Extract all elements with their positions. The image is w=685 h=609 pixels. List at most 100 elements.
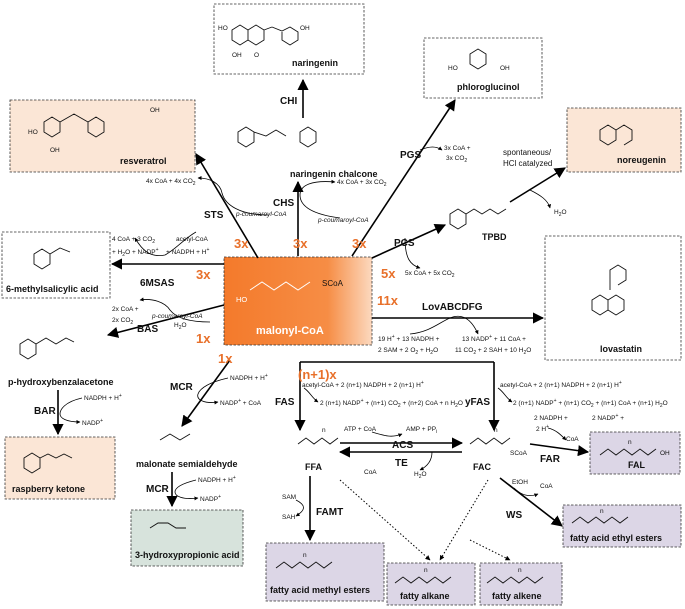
fatty-alkane-n: n (424, 567, 428, 574)
cof-famt-out: SAH (282, 514, 296, 521)
enzyme-chi: CHI (280, 96, 297, 107)
cof-te-out1: CoA (364, 469, 377, 476)
arrow-te-cof (419, 451, 433, 471)
naringenin-oh3: OH (232, 52, 242, 59)
stoich-pgs: 3x (352, 236, 367, 251)
cof-mcr1-out: NADP+ + CoA (220, 398, 262, 407)
arrow-fas-cof (303, 387, 319, 403)
fatty-alkane-label: fatty alkane (400, 591, 450, 601)
arrow-acs-cof (371, 431, 403, 438)
enzyme-ws: WS (506, 510, 522, 521)
arrow-sts (195, 153, 259, 259)
methyl-esters-box: n fatty acid methyl esters (265, 542, 385, 602)
fac-label: FAC (473, 462, 492, 472)
cof-yfas-in: acetyl-CoA + 2 (n+1) NADPH + 2 (n+1) H+ (500, 380, 622, 389)
fac-scoa: SCoA (510, 450, 528, 457)
arrow-alkene2 (469, 539, 511, 561)
ffa-label: FFA (305, 462, 322, 472)
enzyme-mcr2: MCR (146, 484, 170, 495)
noreugenin-box: noreugenin (566, 107, 682, 173)
ffa: n FFA (297, 427, 339, 472)
stoich-mcr: 1x (218, 351, 233, 366)
resveratrol-oh2: OH (50, 147, 60, 154)
cof-msas-out1: 4 CoA + 3 CO2 (112, 236, 155, 245)
cof-pcs-out: 5x CoA + 5x CO2 (405, 270, 455, 279)
arrow-pcs-cof (404, 237, 421, 269)
methyl-esters-label: fatty acid methyl esters (270, 585, 370, 595)
noreugenin-label: noreugenin (617, 155, 666, 165)
cof-pgs-out1: 3x CoA + (444, 145, 471, 152)
p-hydroxybenzalacetone: p-hydroxybenzalacetone (8, 337, 114, 387)
arrow-mcr1 (181, 359, 231, 427)
cof-sts-in: p-coumaroyl-CoA (235, 211, 287, 218)
malonyl-coa-label: malonyl-CoA (256, 325, 324, 337)
cof-bas-in2: H2O (174, 322, 187, 331)
arrow-6msas-cof (134, 231, 197, 257)
cof-ws-in: EtOH (512, 479, 528, 486)
ethyl-esters-box: n fatty acid ethyl esters (562, 504, 682, 548)
cof-ws-out: CoA (540, 483, 553, 490)
naringenin-label: naringenin (292, 58, 338, 68)
fal-oh: OH (660, 450, 670, 457)
arrow-bas (106, 304, 225, 338)
cof-far-out2: CoA (566, 436, 579, 443)
cof-bas-out1: 2x CoA + (112, 306, 139, 313)
cof-lov-out1: 13 NADP+ + 11 CoA + (462, 334, 526, 343)
cof-fas-in: acetyl-CoA + 2 (n+1) NADPH + 2 (n+1) H+ (302, 380, 424, 389)
fatty-alkene-box: n fatty alkene (479, 562, 563, 606)
six-msa-box: 6-methylsalicylic acid (1, 231, 111, 299)
arrow-bas-cof (139, 297, 211, 323)
naringenin-o: O (254, 52, 259, 59)
raspberry-ketone-box: raspberry ketone (4, 436, 116, 500)
cof-far-in2: 2 H+ (536, 424, 549, 433)
arrow-lov-cof (409, 315, 479, 335)
resveratrol-oh1: HO (28, 129, 38, 136)
arrow-ws (499, 477, 563, 527)
six-msa-label: 6-methylsalicylic acid (6, 284, 99, 294)
enzyme-6msas: 6MSAS (140, 278, 175, 289)
naringenin-box: HO OH OH O naringenin (213, 3, 365, 75)
arrow-mcr2-cof (174, 479, 199, 501)
enzyme-acs: ACS (392, 440, 413, 451)
cof-sts-out: 4x CoA + 4x CO2 (146, 178, 196, 187)
arrow-ws-cof (513, 487, 539, 498)
cof-msas-out2: + H2O + NADP+ (112, 247, 159, 258)
arrow-yfas-cof (497, 387, 513, 403)
fal-n: n (628, 439, 632, 446)
lovastatin-label: lovastatin (600, 344, 642, 354)
cof-bar-out: NADP+ (82, 418, 103, 427)
tpbd: TPBD (449, 208, 507, 242)
cof-mcr2-in: NADPH + H+ (198, 475, 236, 484)
arrow-chs-cof (299, 179, 341, 219)
arrow-pgs (351, 99, 456, 257)
raspberry-ketone-label: raspberry ketone (12, 484, 85, 494)
resveratrol-box: HO OH OH resveratrol (9, 99, 196, 173)
enzyme-far: FAR (540, 454, 561, 465)
arrow-mcr1-cof (197, 377, 229, 405)
naringenin-chalcone-label: naringenin chalcone (290, 169, 378, 179)
arrow-far-cof (547, 427, 567, 441)
cof-noreugenin-h2o: H2O (554, 209, 567, 218)
arrow-sts-cof (197, 176, 269, 216)
naringenin-oh1: HO (218, 25, 228, 32)
cof-msas-in1: acetyl-CoA (176, 236, 208, 243)
ethyl-esters-n: n (600, 508, 604, 515)
cof-chs-out: 4x CoA + 3x CO2 (337, 179, 387, 188)
enzyme-lov: LovABCDFG (422, 302, 483, 313)
fatty-alkene-label: fatty alkene (492, 591, 542, 601)
arrow-pcs (371, 224, 447, 259)
arrow-spont-cof (529, 189, 552, 209)
cof-bar-in: NADPH + H+ (84, 393, 122, 402)
arrow-alkene (439, 479, 489, 561)
p-hydroxybenzalacetone-label: p-hydroxybenzalacetone (8, 377, 114, 387)
stoich-pcs: 5x (381, 266, 396, 281)
enzyme-bas: BAS (137, 324, 158, 335)
cof-fas-out: 2 (n+1) NADP+ + (n+1) CO2 + (n+2) CoA + … (320, 398, 463, 409)
cof-acs-in: ATP + CoA (344, 426, 377, 433)
enzyme-famt: FAMT (316, 507, 343, 518)
arrow-spontaneous (509, 167, 566, 203)
stoich-6msas: 3x (196, 267, 211, 282)
arrow-far (529, 443, 590, 457)
enzyme-mcr1: MCR (170, 382, 194, 393)
